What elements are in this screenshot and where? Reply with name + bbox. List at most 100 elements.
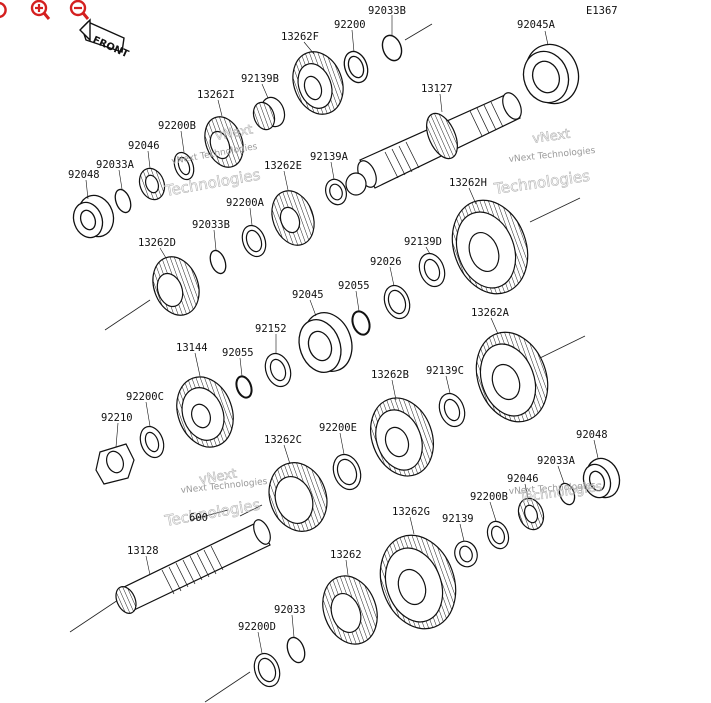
collar-92026 bbox=[383, 284, 411, 320]
shaft-13127 bbox=[345, 92, 522, 196]
part-label-92045A: 92045A bbox=[517, 19, 556, 31]
part-label-92033B: 92033B bbox=[368, 5, 406, 17]
gear-13262H bbox=[451, 199, 529, 295]
needle-bearing-92046-bottom bbox=[517, 497, 545, 531]
bushing-92139C bbox=[438, 392, 466, 428]
part-label-92046: 92046 bbox=[128, 140, 160, 152]
washer-92200A bbox=[241, 224, 267, 258]
part-label-92139: 92139 bbox=[442, 513, 474, 525]
part-label-92200B: 92200B bbox=[158, 120, 196, 132]
watermark-text: Technologies bbox=[492, 167, 591, 198]
watermark-text: vNext bbox=[214, 123, 254, 144]
part-label-13262I: 13262I bbox=[197, 89, 235, 101]
washer-92200C bbox=[139, 425, 165, 459]
bearing-92045 bbox=[298, 312, 353, 373]
circlip-92033A-top bbox=[114, 188, 132, 214]
part-label-92033A-bottom: 92033A bbox=[537, 455, 576, 467]
gear-13262B bbox=[370, 397, 434, 477]
part-label-92139A: 92139A bbox=[310, 151, 349, 163]
gear-13262C bbox=[268, 462, 328, 532]
gear-13262G bbox=[379, 534, 457, 630]
part-label-92045: 92045 bbox=[292, 289, 324, 301]
part-label-13262A: 13262A bbox=[471, 307, 510, 319]
part-label-92033: 92033 bbox=[274, 604, 306, 616]
circlip-92033A-bottom bbox=[558, 482, 576, 506]
watermark-text: vNext bbox=[198, 467, 238, 488]
part-label-92139B: 92139B bbox=[241, 73, 279, 85]
part-label-92033A: 92033A bbox=[96, 159, 135, 171]
washer-92200 bbox=[343, 50, 369, 84]
reset-view-button[interactable] bbox=[0, 0, 13, 22]
washer-92200B-bottom bbox=[486, 520, 510, 550]
gear-13262I bbox=[204, 116, 244, 168]
rotate-icon bbox=[0, 1, 7, 19]
part-label-92139C: 92139C bbox=[426, 365, 464, 377]
gear-13262D bbox=[152, 256, 200, 316]
part-label-13144: 13144 bbox=[176, 342, 208, 354]
part-label-92139D: 92139D bbox=[404, 236, 442, 248]
gear-13262 bbox=[322, 575, 378, 645]
zoom-in-icon bbox=[30, 0, 51, 20]
bushing-92139 bbox=[454, 540, 478, 568]
part-label-13262E: 13262E bbox=[264, 160, 302, 172]
shaft-13128 bbox=[115, 519, 271, 614]
bearing-92048-top bbox=[72, 194, 115, 239]
gear-13262A bbox=[475, 331, 549, 423]
part-label-92200C: 92200C bbox=[126, 391, 164, 403]
bushing-92139D bbox=[418, 252, 446, 288]
figure-code: E1367 bbox=[586, 5, 618, 17]
part-label-92200: 92200 bbox=[334, 19, 366, 31]
axis-lines bbox=[69, 23, 586, 703]
part-label-13262: 13262 bbox=[330, 549, 362, 561]
needle-bearing-92139B bbox=[252, 96, 286, 131]
bearing-92045A bbox=[522, 43, 580, 105]
part-label-13262C: 13262C bbox=[264, 434, 302, 446]
part-label-92200A: 92200A bbox=[226, 197, 265, 209]
needle-bearing-92046-top bbox=[138, 167, 166, 201]
o-ring-92055-b bbox=[235, 375, 253, 399]
nut-92210 bbox=[95, 443, 135, 485]
part-label-13128: 13128 bbox=[127, 545, 159, 557]
gear-13262F bbox=[292, 51, 344, 115]
part-label-92048: 92048 bbox=[68, 169, 100, 181]
part-label-92055-b: 92055 bbox=[222, 347, 254, 359]
part-label-92026: 92026 bbox=[370, 256, 402, 268]
part-label-92210: 92210 bbox=[101, 412, 133, 424]
o-ring-92055-a bbox=[351, 310, 371, 336]
watermark-text: Technologies bbox=[163, 495, 262, 530]
circlip-92033B-top bbox=[381, 34, 403, 62]
zoom-out-button[interactable] bbox=[68, 0, 90, 22]
part-label-92046-bottom: 92046 bbox=[507, 473, 539, 485]
label-leaders bbox=[85, 15, 599, 654]
part-labels: 92033B 92200 92045A 13262F 92139B 13127 … bbox=[68, 5, 608, 633]
washer-92200D bbox=[253, 652, 281, 688]
sprocket-13144 bbox=[176, 376, 234, 448]
part-label-13262H: 13262H bbox=[449, 177, 487, 189]
washer-92200B-top bbox=[173, 151, 195, 181]
part-label-92048-bottom: 92048 bbox=[576, 429, 608, 441]
part-label-92200E: 92200E bbox=[319, 422, 357, 434]
watermark-text: vNext Technologies bbox=[508, 146, 596, 165]
part-label-92033B-mid: 92033B bbox=[192, 219, 230, 231]
part-label-92200B-bottom: 92200B bbox=[470, 491, 508, 503]
circlip-92033B-mid bbox=[209, 249, 227, 275]
part-label-92055-a: 92055 bbox=[338, 280, 370, 292]
bearing-92048-bottom bbox=[582, 457, 621, 499]
washer-92200E bbox=[332, 453, 362, 491]
zoom-in-button[interactable] bbox=[29, 0, 51, 22]
part-label-13262D: 13262D bbox=[138, 237, 176, 249]
part-label-13127: 13127 bbox=[421, 83, 453, 95]
part-label-13262B: 13262B bbox=[371, 369, 409, 381]
watermark-text: vNext bbox=[531, 127, 571, 147]
part-label-92200D: 92200D bbox=[238, 621, 276, 633]
bushing-92139A bbox=[325, 178, 347, 206]
front-arrow-icon: FRONT bbox=[79, 18, 130, 60]
part-label-13262G: 13262G bbox=[392, 506, 430, 518]
circlip-92033 bbox=[286, 636, 306, 664]
part-label-92152: 92152 bbox=[255, 323, 287, 335]
part-label-13262F: 13262F bbox=[281, 31, 319, 43]
part-label-600: 600 bbox=[189, 512, 208, 524]
zoom-out-icon bbox=[69, 0, 90, 20]
collar-92152 bbox=[264, 352, 292, 388]
